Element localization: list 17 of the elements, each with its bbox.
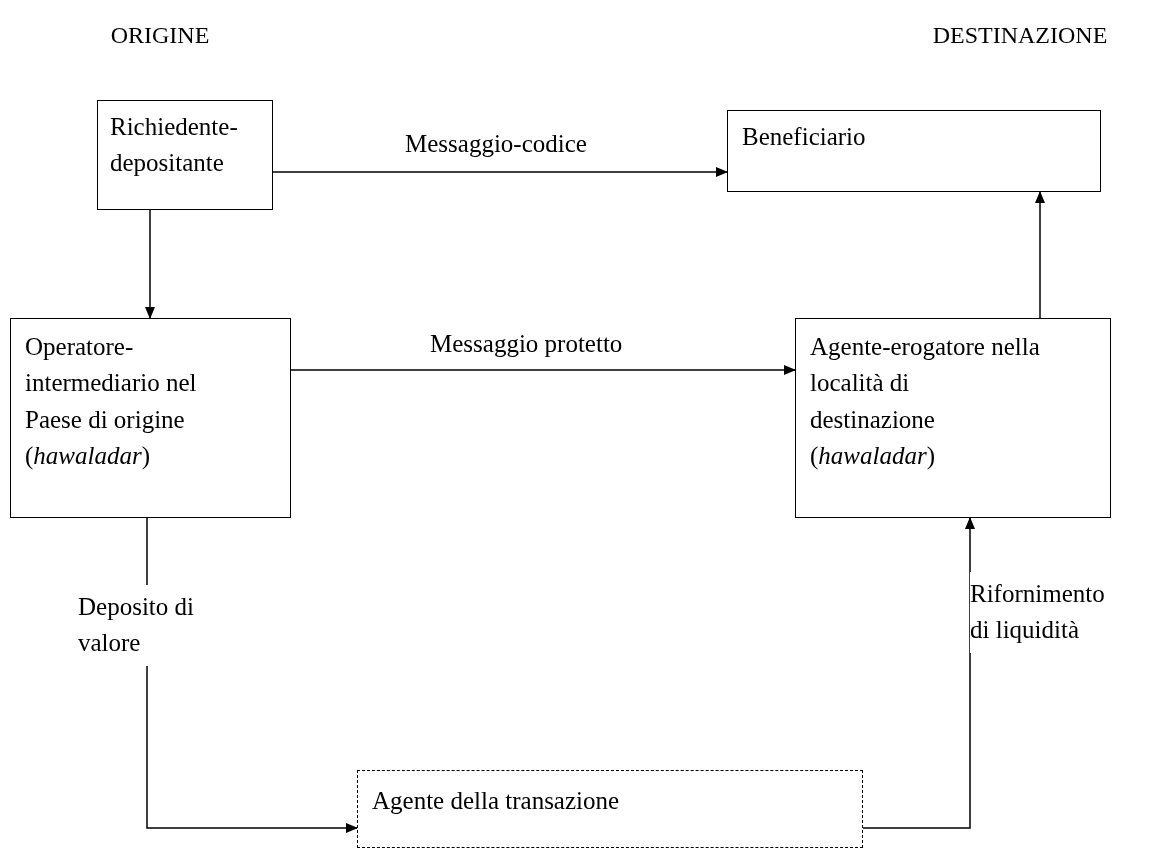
process-box bbox=[357, 770, 863, 848]
box-text: Agente-erogatore nella località di destinazione (hawaladar) bbox=[810, 332, 1040, 472]
box-text: Beneficiario bbox=[742, 122, 867, 152]
arrow bbox=[290, 365, 796, 375]
column-heading: ORIGINE bbox=[110, 22, 210, 49]
process-box bbox=[97, 100, 273, 210]
box-text: Richiedente- depositante bbox=[110, 112, 239, 179]
arrow bbox=[145, 209, 155, 319]
process-box bbox=[727, 110, 1101, 192]
box-text: Operatore- intermediario nel Paese di origine (hawaladar) bbox=[25, 332, 198, 472]
box-text: Agente della transazione bbox=[372, 786, 621, 816]
arrow bbox=[272, 167, 728, 177]
process-box bbox=[10, 318, 291, 518]
process-box bbox=[795, 318, 1111, 518]
arrow bbox=[1035, 191, 1045, 319]
arrow bbox=[862, 517, 975, 829]
column-heading: DESTINAZIONE bbox=[932, 22, 1108, 49]
